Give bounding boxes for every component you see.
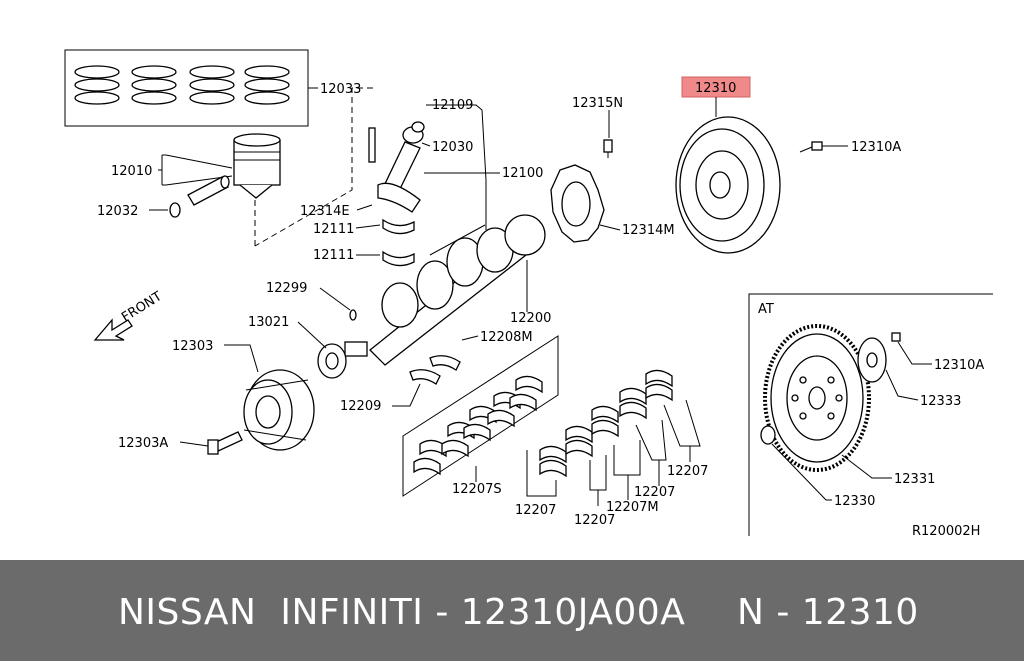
callout-12207-5: 12207 [667,464,708,479]
callout-12207M: 12207M [606,500,659,515]
snap-ring [169,202,181,218]
parts-diagram: 12033 12010 12032 12109 12030 12100 1231… [64,49,993,539]
piston [233,133,281,199]
callout-12333: 12333 [920,394,961,409]
callout-12303: 12303 [172,339,213,354]
callout-12111-upper: 12111 [313,222,354,237]
callout-12010: 12010 [111,164,152,179]
callout-12207-1: 12207 [515,503,556,518]
callout-12315N: 12315N [572,96,623,111]
ring-set-4 [244,65,290,105]
connecting-rod [368,121,425,213]
callout-12207S: 12207S [452,482,502,497]
at-bolt [891,332,901,342]
callout-12303A: 12303A [118,436,168,451]
thrust-washer [409,369,441,385]
callout-12314M: 12314M [622,223,675,238]
callout-12209: 12209 [340,399,381,414]
rod-bearing-upper [382,218,415,235]
callout-12207-2: 12207 [574,513,615,528]
crank-pulley [243,369,315,451]
at-box: AT 12333 12310A 12330 123 [748,293,993,539]
flywheel-bolt [799,141,823,153]
callout-12109: 12109 [432,98,473,113]
front-label: FRONT [119,289,165,325]
main-bearing-set [402,335,559,497]
pilot-bushing [760,425,776,445]
piston-pin [187,175,230,206]
main-bearings [539,369,673,478]
at-plate [857,337,887,383]
footer-part-number: NISSAN INFINITI - 12310JA00A [118,592,686,633]
callout-12207-4: 12207 [634,485,675,500]
callout-12310A: 12310A [851,140,901,155]
callout-12331: 12331 [894,472,935,487]
drive-plate [763,324,871,472]
callout-12030: 12030 [432,140,473,155]
ring-set-1 [74,65,120,105]
thrust-bearing-upper [429,355,461,371]
oil-seal [317,343,347,379]
crankshaft [344,214,546,366]
footer-bar: NISSAN INFINITI - 12310JA00A N - 12310 [0,560,1024,661]
signal-plate [550,164,605,243]
callout-12200: 12200 [510,311,551,326]
piston-dash-bracket [254,87,373,247]
callout-12033: 12033 [320,82,361,97]
woodruff-key [349,309,357,321]
pulley-bolt [207,431,243,455]
ring-set-3 [189,65,235,105]
flywheel [675,116,781,254]
callout-12330: 12330 [834,494,875,509]
at-label: AT [758,302,774,317]
piston-rings-group: 12033 [64,49,361,127]
callout-12100: 12100 [502,166,543,181]
callout-12111-lower: 12111 [313,248,354,263]
flywheel-bolt-top [603,139,613,158]
callout-12208M: 12208M [480,330,533,345]
callout-13021: 13021 [248,315,289,330]
callout-12299: 12299 [266,281,307,296]
callout-12310[interactable]: 12310 [695,81,736,96]
footer-ref-number: N - 12310 [737,592,919,633]
ring-set-2 [131,65,177,105]
diagram-code: R120002H [912,524,980,539]
callout-12032: 12032 [97,204,138,219]
callout-12314E: 12314E [300,204,350,219]
callout-12310A-at: 12310A [934,358,984,373]
front-arrow [93,318,133,341]
rod-bearing-lower [382,250,415,267]
